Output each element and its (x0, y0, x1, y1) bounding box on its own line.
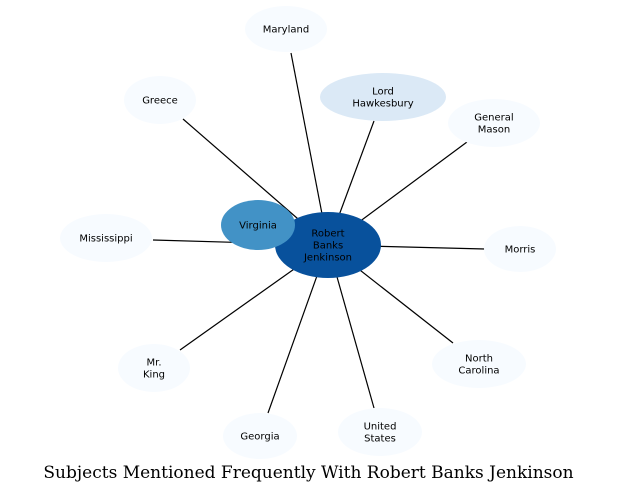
node-general-mason-label: Mason (478, 125, 510, 136)
node-north-carolina-shape (432, 340, 526, 388)
node-virginia-label: Virginia (239, 221, 277, 232)
node-lord-hawkesbury-shape (320, 73, 446, 121)
node-center-label: Banks (313, 241, 343, 252)
node-maryland-label: Maryland (263, 25, 309, 36)
node-mississippi-shape (60, 214, 152, 262)
node-greece-shape (124, 76, 196, 124)
node-georgia-shape (223, 413, 297, 459)
node-united-states-label: States (364, 434, 396, 445)
node-morris[interactable]: Morris (484, 226, 556, 272)
node-morris-shape (484, 226, 556, 272)
node-general-mason-shape (448, 99, 540, 147)
node-virginia-shape (221, 200, 295, 250)
node-virginia[interactable]: Virginia (221, 200, 295, 250)
node-united-states-label: United (364, 422, 397, 433)
node-center-shape (275, 212, 381, 278)
node-maryland[interactable]: Maryland (245, 6, 327, 52)
node-greece[interactable]: Greece (124, 76, 196, 124)
node-mr-king-label: King (143, 370, 165, 381)
node-lord-hawkesbury-label: Lord (372, 87, 394, 98)
node-mr-king-shape (118, 344, 190, 392)
node-center-label: Jenkinson (303, 253, 352, 264)
node-greece-label: Greece (142, 96, 178, 107)
node-mr-king-label: Mr. (147, 358, 162, 369)
node-center-label: Robert (311, 229, 344, 240)
node-mississippi[interactable]: Mississippi (60, 214, 152, 262)
node-general-mason-label: General (474, 113, 513, 124)
node-georgia-label: Georgia (240, 432, 279, 443)
node-maryland-shape (245, 6, 327, 52)
node-mr-king[interactable]: Mr.King (118, 344, 190, 392)
node-united-states-shape (338, 408, 422, 456)
node-morris-label: Morris (505, 245, 536, 256)
node-lord-hawkesbury-label: Hawkesbury (352, 99, 413, 110)
node-mississippi-label: Mississippi (79, 234, 132, 245)
node-georgia[interactable]: Georgia (223, 413, 297, 459)
node-north-carolina-label: North (465, 354, 493, 365)
node-north-carolina-label: Carolina (458, 366, 499, 377)
diagram-caption: Subjects Mentioned Frequently With Rober… (43, 463, 574, 483)
